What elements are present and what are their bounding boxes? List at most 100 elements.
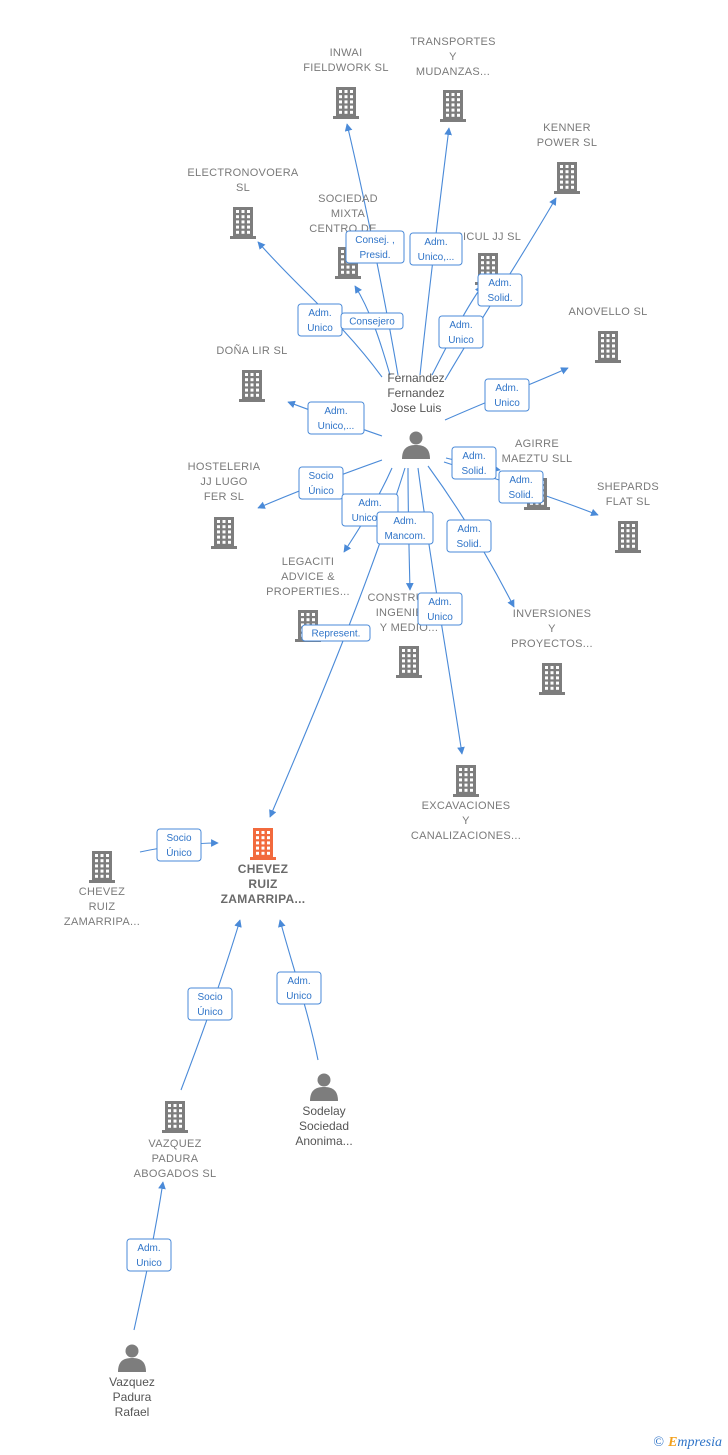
edge-label-vazquez_p-to-vazquez_sl[interactable]: Adm.Unico	[126, 1238, 172, 1272]
building-icon[interactable]	[250, 828, 276, 860]
node-label-line: PROYECTOS...	[511, 638, 593, 650]
node-chevez_main[interactable]: CHEVEZRUIZZAMARRIPA...	[221, 828, 306, 906]
node-label-line: CANALIZACIONES...	[411, 830, 521, 842]
node-label-line: CHEVEZ	[238, 862, 288, 876]
edge-label-line: Adm.	[495, 383, 518, 394]
node-label-line: Sociedad	[299, 1119, 349, 1133]
edge-label-line: Solid.	[461, 466, 486, 477]
building-icon[interactable]	[396, 646, 422, 678]
edge-label-line: Unico	[448, 335, 474, 346]
node-label-line: ADVICE &	[281, 571, 335, 583]
node-transportes[interactable]: TRANSPORTESYMUDANZAS...	[410, 36, 496, 122]
node-donalir[interactable]: DOÑA LIR SL	[216, 344, 287, 402]
building-icon[interactable]	[554, 162, 580, 194]
node-label-line: SOCIEDAD	[318, 193, 378, 205]
edge-label-fernandez-to-shepards[interactable]: Adm.Solid.	[498, 470, 544, 504]
building-icon[interactable]	[211, 517, 237, 549]
edge-label-line: Adm.	[428, 597, 451, 608]
edge-label-fernandez-to-construcciones[interactable]: Adm.Mancom.	[376, 511, 434, 545]
edge-label-line: Unico,...	[352, 513, 389, 524]
edge-label-fernandez-to-sociedad[interactable]: Consejero	[340, 312, 404, 330]
edge-label-fernandez-to-ricul[interactable]: Adm. Unico	[438, 315, 484, 349]
node-label-line: VAZQUEZ	[148, 1138, 201, 1150]
edge-label-fernandez-to-transportes[interactable]: Adm.Unico,...	[409, 232, 463, 266]
node-label-line: Anonima...	[295, 1134, 352, 1148]
edge-labels-layer: Consej. ,Presid.Adm.Unico,...Adm.Solid.A…	[126, 230, 544, 1272]
edge-label-fernandez-to-inwai[interactable]: Consej. ,Presid.	[345, 230, 405, 264]
edge-label-line: Unico	[286, 991, 312, 1002]
edge-label-fernandez-to-agirre[interactable]: Adm.Solid.	[451, 446, 497, 480]
person-icon[interactable]	[402, 431, 430, 460]
building-icon[interactable]	[162, 1101, 188, 1133]
person-icon[interactable]	[118, 1344, 146, 1373]
person-icon[interactable]	[310, 1073, 338, 1102]
edge-label-line: Adm.	[324, 406, 347, 417]
building-icon[interactable]	[89, 851, 115, 883]
node-inversiones[interactable]: INVERSIONESYPROYECTOS...	[511, 608, 593, 695]
building-icon[interactable]	[453, 765, 479, 797]
building-icon[interactable]	[239, 370, 265, 402]
brand-name: mpresia	[677, 1435, 722, 1450]
edge-label-line: Adm.	[424, 237, 447, 248]
edge-label-fernandez-to-chevez_main[interactable]: Represent.	[301, 624, 371, 642]
node-anovello[interactable]: ANOVELLO SL	[568, 306, 647, 363]
copyright-symbol: ©	[653, 1435, 665, 1450]
building-icon[interactable]	[230, 207, 256, 239]
empresia-watermark[interactable]: ©Empresia	[653, 1435, 722, 1451]
edge-label-fernandez-to-electronovoera[interactable]: Adm.Unico	[297, 303, 343, 337]
edge-label-line: Represent.	[312, 629, 361, 640]
node-excavaciones[interactable]: EXCAVACIONESYCANALIZACIONES...	[411, 765, 521, 842]
node-label-line: Rafael	[115, 1405, 150, 1419]
edge-label-line: Adm.	[449, 320, 472, 331]
building-icon[interactable]	[595, 331, 621, 363]
node-sodelay[interactable]: SodelaySociedadAnonima...	[295, 1073, 353, 1149]
edge-label-fernandez-to-inversiones[interactable]: Adm.Solid.	[446, 519, 492, 553]
node-label-line: ZAMARRIPA...	[64, 916, 140, 928]
node-label-line: Vazquez	[109, 1375, 155, 1389]
node-label-line: HOSTELERIA	[188, 461, 261, 473]
edge-label-line: Adm.	[488, 278, 511, 289]
edge-label-sodelay-to-chevez_main[interactable]: Adm.Unico	[276, 971, 322, 1005]
node-label-line: SHEPARDS	[597, 481, 659, 493]
edge-label-fernandez-to-donalir[interactable]: Adm.Unico,...	[307, 401, 365, 435]
building-icon[interactable]	[615, 521, 641, 553]
node-label-line: PADURA	[152, 1153, 199, 1165]
edge-label-fernandez-to-excavaciones[interactable]: Adm.Unico	[417, 592, 463, 626]
node-label-line: ELECTRONOVOERA	[187, 167, 299, 179]
edge-label-fernandez-to-kenner[interactable]: Adm.Solid.	[477, 273, 523, 307]
building-icon[interactable]	[333, 87, 359, 119]
edge-label-line: Presid.	[359, 250, 390, 261]
node-label-line: EXCAVACIONES	[422, 800, 511, 812]
edge-label-fernandez-to-anovello[interactable]: Adm. Unico	[484, 378, 530, 412]
edge-label-line: Unico	[494, 398, 520, 409]
edge-label-line: Adm.	[393, 516, 416, 527]
node-label-line: DOÑA LIR SL	[216, 344, 287, 357]
node-label-line: FIELDWORK SL	[303, 62, 389, 74]
node-label-line: ZAMARRIPA...	[221, 892, 306, 906]
edge-label-line: Solid.	[508, 490, 533, 501]
node-chevez_left[interactable]: CHEVEZRUIZZAMARRIPA...	[64, 851, 140, 928]
node-label-line: CHEVEZ	[79, 886, 125, 898]
node-label-line: Y	[548, 623, 556, 635]
edge-label-line: Socio	[166, 833, 191, 844]
node-label-line: Fernandez	[387, 386, 444, 400]
building-icon[interactable]	[440, 90, 466, 122]
edge-label-line: Adm.	[308, 308, 331, 319]
edge-label-line: Consejero	[349, 317, 395, 328]
node-label-line: MIXTA	[331, 208, 366, 220]
node-label-line: MAEZTU SLL	[502, 453, 573, 465]
building-icon[interactable]	[539, 663, 565, 695]
